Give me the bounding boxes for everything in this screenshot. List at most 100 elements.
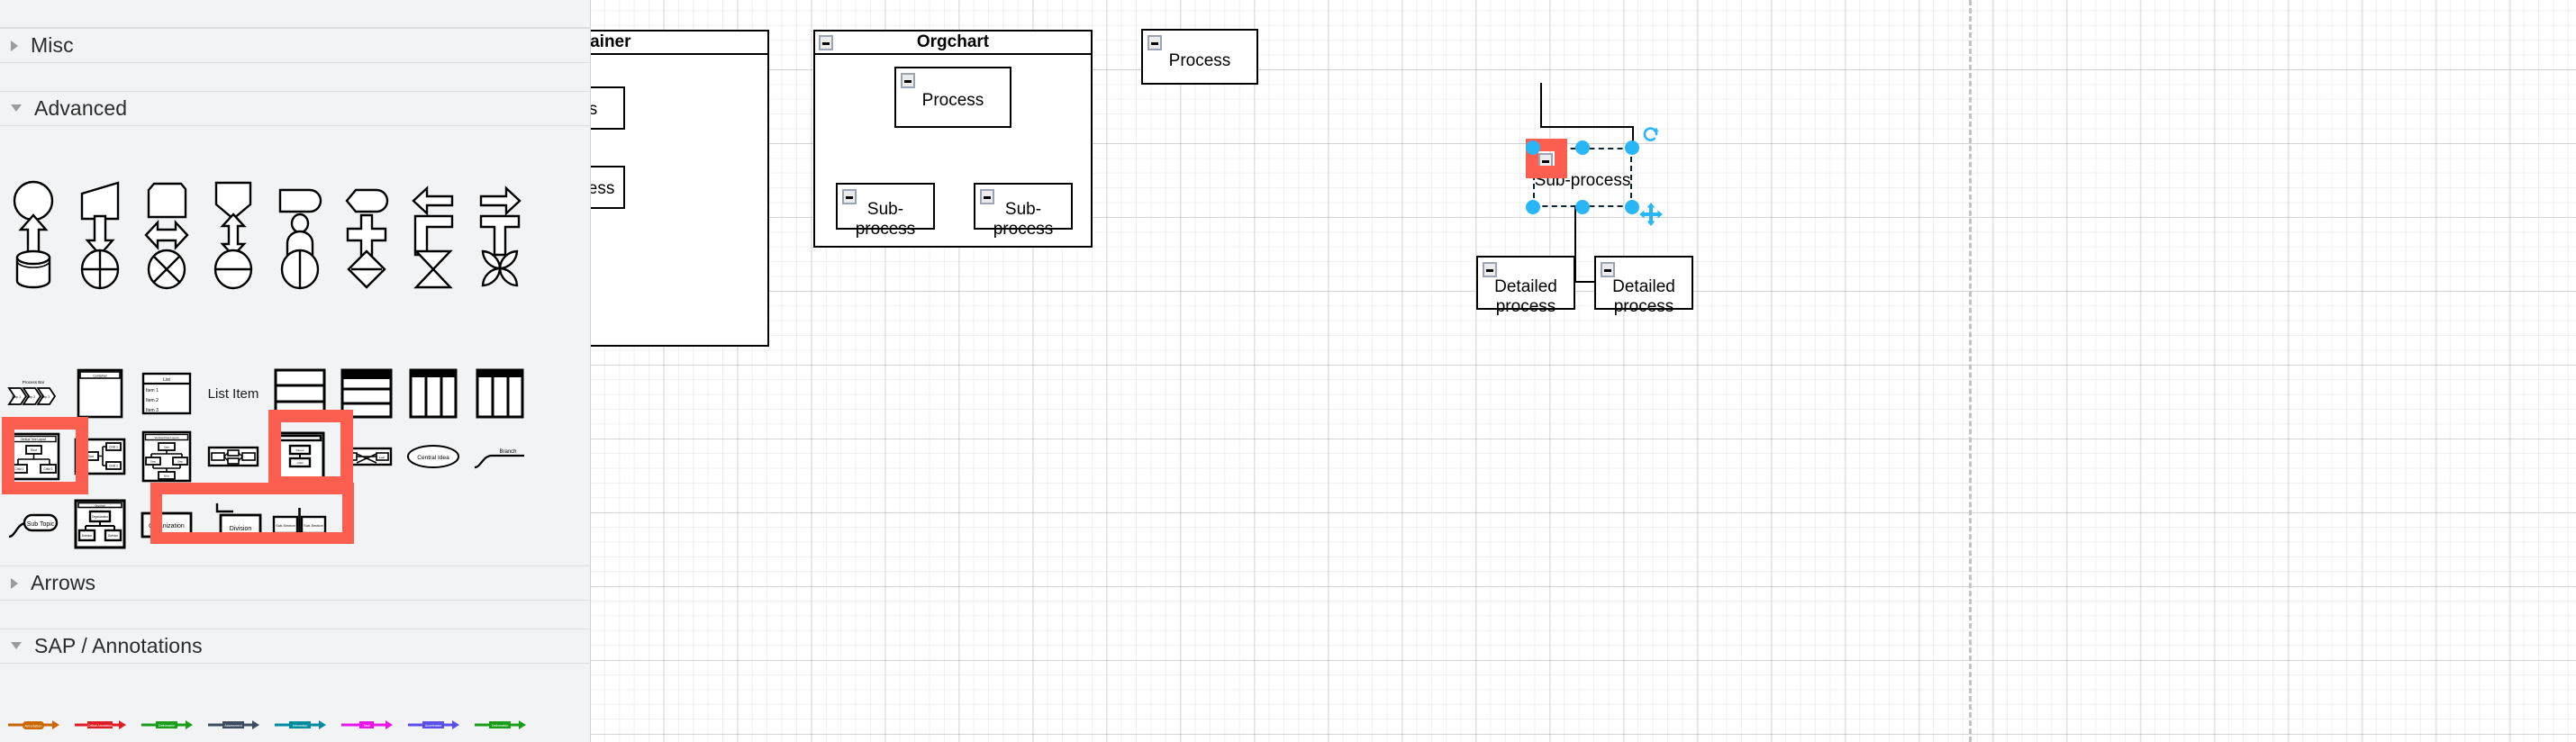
table-cols-alt-shape[interactable]: [467, 360, 533, 427]
edge-into-subprocess[interactable]: [1632, 126, 1634, 151]
orgchart-sub-process-node-1[interactable]: Sub-process: [836, 183, 935, 239]
division-shape[interactable]: Division: [200, 491, 267, 557]
collapse-icon[interactable]: [842, 189, 857, 204]
orgchart-title: Orgchart: [815, 32, 1091, 55]
resize-handle-nw[interactable]: [1526, 140, 1540, 155]
concave-star-shape[interactable]: [467, 236, 533, 303]
crossfunctional-shape[interactable]: [200, 423, 267, 490]
collapse-icon[interactable]: [1483, 262, 1497, 277]
container-shape[interactable]: Container: [67, 360, 133, 427]
actor-shape[interactable]: [267, 202, 333, 268]
loose-process-node[interactable]: Process: [1141, 29, 1258, 85]
table-rows-header-shape[interactable]: [333, 360, 400, 427]
bowtie-tree-shape[interactable]: Leaf: [333, 423, 400, 490]
palette-row-sap: Annotation Critical Annotation Deliverab…: [0, 692, 533, 742]
central-idea-shape[interactable]: Central Idea: [400, 423, 467, 490]
svg-text:Sub-Section: Sub-Section: [304, 523, 323, 528]
table-cols-shape[interactable]: [400, 360, 467, 427]
chevron-right-icon: [11, 40, 18, 51]
sidebar-section-misc[interactable]: Misc: [0, 28, 590, 63]
tree-container-process-node[interactable]: Process: [591, 86, 625, 130]
svg-text:Root: Root: [31, 448, 37, 452]
resize-handle-ne[interactable]: [1625, 140, 1639, 155]
table-rows-shape[interactable]: [267, 360, 333, 427]
node-label: Process: [921, 91, 984, 110]
diagram-canvas[interactable]: Tree Container Process Sub-process Orgch…: [591, 0, 2576, 742]
svg-text:Task: Task: [363, 724, 370, 728]
edge-subprocess-down[interactable]: [1574, 207, 1576, 283]
tee-shape[interactable]: [467, 202, 533, 268]
sidebar-section-advanced[interactable]: Advanced: [0, 91, 590, 126]
arrow-left-right-shape[interactable]: [133, 202, 200, 268]
organization-shape[interactable]: Organization: [133, 491, 200, 557]
tree-container-sub-process-node[interactable]: Sub-process: [591, 166, 625, 209]
horizontal-tree-shape[interactable]: Root Child 1 Child 2: [67, 423, 133, 490]
annotation-arrow-green[interactable]: Deliverable: [133, 692, 200, 742]
corner-shape[interactable]: [400, 202, 467, 268]
node-label: Sub-process: [591, 179, 615, 198]
orgchart-sub-process-node-2[interactable]: Sub-process: [974, 183, 1073, 239]
sidebar-section-arrows[interactable]: Arrows: [0, 566, 590, 601]
svg-text:Next: Next: [164, 475, 169, 478]
arrow-right-shape[interactable]: [467, 167, 533, 234]
collapse-icon[interactable]: [1147, 35, 1162, 50]
process-bar-shape[interactable]: Process Bar Step 1 Step 2 Step 3: [0, 360, 67, 427]
detailed-process-node-1[interactable]: Detailed process: [1476, 256, 1575, 316]
resize-handle-sw[interactable]: [1526, 200, 1540, 214]
cylinder-shape[interactable]: [0, 236, 67, 303]
svg-text:Step 3: Step 3: [41, 395, 50, 399]
collapse-icon[interactable]: [901, 73, 915, 88]
resize-handle-n[interactable]: [1575, 140, 1590, 155]
tree-container-shape[interactable]: Vertical Tree Layout Root Child 1 Child …: [0, 423, 67, 490]
svg-text:Accelerator: Accelerator: [425, 724, 442, 728]
branch-shape[interactable]: Branch: [467, 423, 533, 490]
orgchart-process-node[interactable]: Process: [894, 67, 1011, 128]
loose-sub-process-node[interactable]: Sub-process: [1533, 148, 1632, 207]
edge-process-right[interactable]: [1540, 126, 1634, 128]
resize-handle-s[interactable]: [1575, 200, 1590, 214]
collapse-icon[interactable]: [1601, 262, 1615, 277]
list-shape[interactable]: List Item 1 Item 2 Item 3: [133, 360, 200, 427]
annotation-arrow-magenta[interactable]: Task: [333, 692, 400, 742]
annotation-arrow-slate[interactable]: Assessment: [200, 692, 267, 742]
cross-shape[interactable]: [333, 202, 400, 268]
hexagon-flag-shape[interactable]: [333, 167, 400, 234]
svg-text:List: List: [163, 377, 170, 383]
circle-hline-shape[interactable]: [200, 236, 267, 303]
vertical-flow-shape[interactable]: Vertical Flow Layout Start Step Step Nex…: [133, 423, 200, 490]
annotation-arrow-teal[interactable]: Interaction: [267, 692, 333, 742]
palette-row-5: Vertical Tree Layout Root Child 1 Child …: [0, 423, 533, 490]
bowtie-shape[interactable]: [400, 236, 467, 303]
list-item-shape[interactable]: List Item: [200, 360, 267, 427]
resize-handle-se[interactable]: [1625, 200, 1639, 214]
collapse-icon[interactable]: [1538, 153, 1553, 168]
rotate-icon[interactable]: [1641, 124, 1661, 149]
arrow-left-shape[interactable]: [400, 167, 467, 234]
chevron-down-icon: [11, 641, 22, 649]
collapse-icon[interactable]: [980, 189, 994, 204]
sidebar-section-sap[interactable]: SAP / Annotations: [0, 629, 590, 664]
diamond-split-shape[interactable]: [333, 236, 400, 303]
octagon-shape[interactable]: [133, 167, 200, 234]
annotation-arrow-green2[interactable]: Deliverable: [467, 692, 533, 742]
rounded-right-shape[interactable]: [267, 167, 333, 234]
move-icon[interactable]: [1639, 203, 1663, 231]
collapse-icon[interactable]: [819, 35, 833, 50]
page-break-line: [1969, 0, 1972, 742]
orgchart-shape[interactable]: Parent Child: [267, 423, 333, 490]
orgchart-container-shape[interactable]: Orgchart Organization Division Division: [67, 491, 133, 557]
annotation-arrow-red[interactable]: Critical Annotation: [67, 692, 133, 742]
sub-topic-shape[interactable]: Sub Topic: [0, 491, 67, 557]
sidebar-section-misc-label: Misc: [31, 33, 74, 57]
circle-x-shape[interactable]: [133, 236, 200, 303]
circle-vline-shape[interactable]: [267, 236, 333, 303]
edge-process-down[interactable]: [1540, 83, 1542, 128]
arrow-down-shape[interactable]: [67, 202, 133, 268]
detailed-process-node-2[interactable]: Detailed process: [1594, 256, 1693, 316]
pennant-shape[interactable]: [200, 167, 267, 234]
svg-text:Orgchart: Orgchart: [95, 504, 105, 508]
annotation-arrow-blue[interactable]: Accelerator: [400, 692, 467, 742]
annotation-arrow-orange[interactable]: Annotation: [0, 692, 67, 742]
circle-cross-shape[interactable]: [67, 236, 133, 303]
sub-sections-shape[interactable]: Sub-Section Sub-Section: [267, 491, 333, 557]
